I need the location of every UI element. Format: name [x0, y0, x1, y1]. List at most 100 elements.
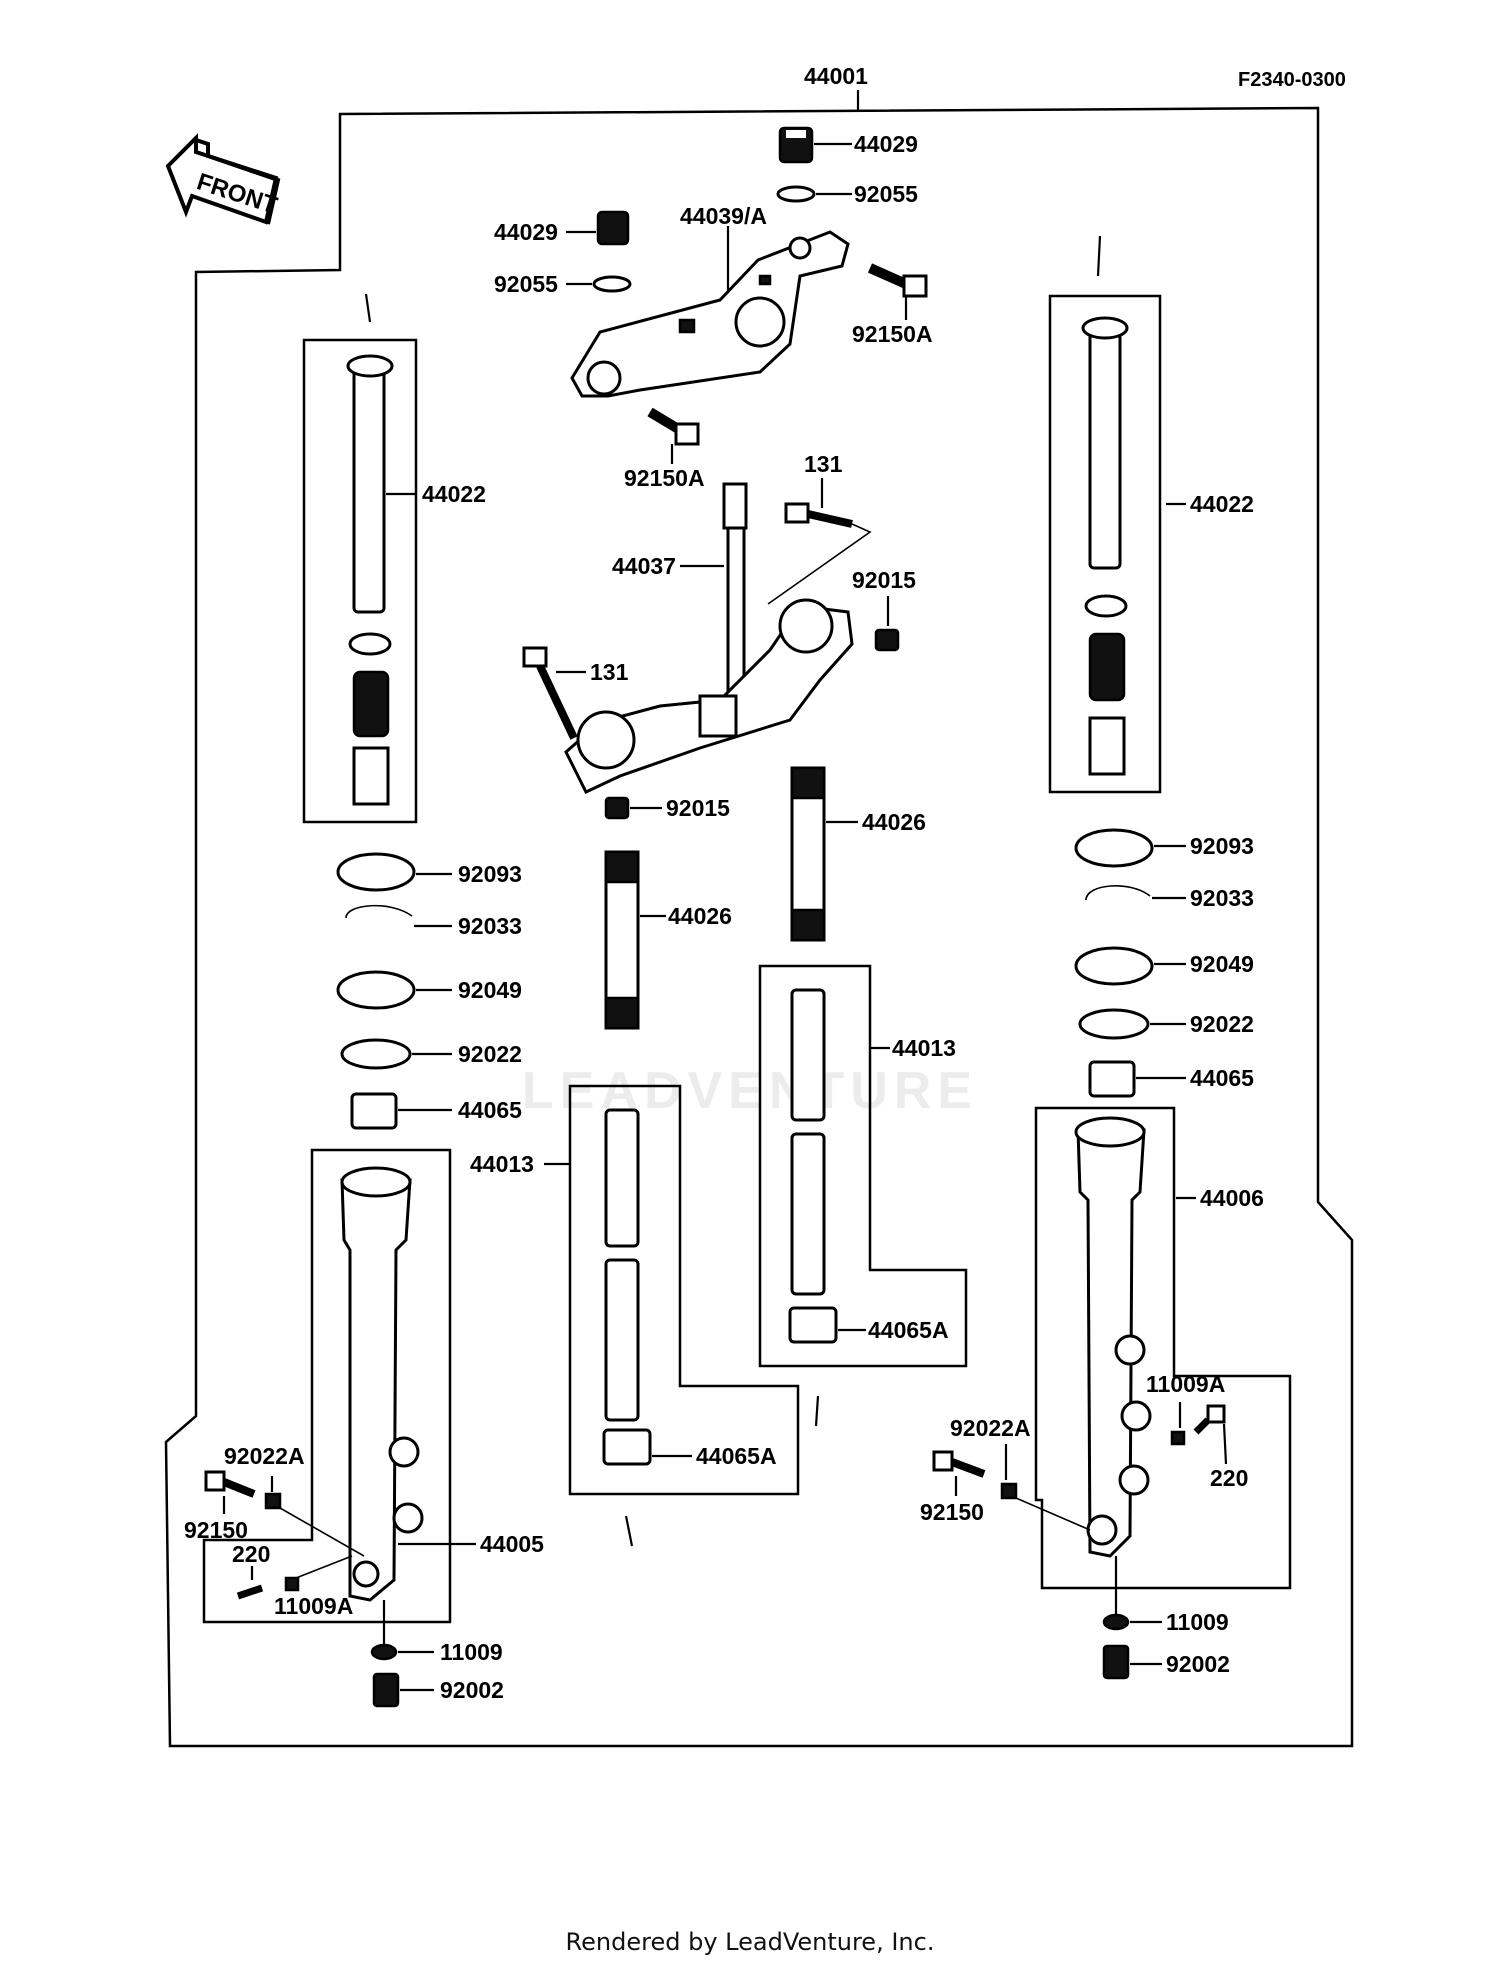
washer-92055-left: [592, 275, 632, 293]
label-92002-left: 92002: [440, 1677, 504, 1703]
bushing-44065-right: [1088, 1060, 1136, 1098]
label-44065A-left: 44065A: [696, 1443, 777, 1469]
label-92002-right: 92002: [1166, 1651, 1230, 1677]
fork-spring-44026-right: [790, 766, 826, 942]
label-92049-left: 92049: [458, 977, 522, 1003]
bolt-92150A-right: [867, 263, 928, 298]
label-11009-left: 11009: [440, 1639, 503, 1665]
label-92033-left: 92033: [458, 913, 522, 939]
fork-tube-44022-right: [1088, 320, 1122, 570]
label-44026-left: 44026: [668, 903, 732, 929]
label-92033-right: 92033: [1190, 885, 1254, 911]
outer-tube-44005: [340, 1166, 424, 1602]
label-44001: 44001: [804, 63, 868, 89]
right-outer-group: [1034, 1106, 1292, 1590]
label-11009A-right: 11009A: [1146, 1371, 1225, 1397]
label-92022-left: 92022: [458, 1041, 522, 1067]
label-92055-top: 92055: [854, 181, 918, 207]
clip-92033-right: [1085, 885, 1151, 901]
bolt-92002-right: [1102, 1644, 1130, 1680]
label-44029-left: 44029: [494, 219, 558, 245]
bushing-44065A-right: [788, 1306, 838, 1344]
bolt-92002-left: [372, 1672, 400, 1708]
label-92055-left: 92055: [494, 271, 558, 297]
label-44065A-right: 44065A: [868, 1317, 949, 1343]
damper-rod-44013-right-lower: [790, 1132, 826, 1296]
label-44065-left: 44065: [458, 1097, 522, 1123]
bushing-44065A-left: [602, 1428, 652, 1466]
bushing-44065-left: [350, 1092, 398, 1130]
cap-bolt-44029-top: [778, 126, 814, 164]
gasket-11009A-left: [284, 1576, 300, 1592]
gasket-11009-left: [370, 1643, 398, 1661]
label-44065-right: 44065: [1190, 1065, 1254, 1091]
label-92022A-right: 92022A: [950, 1415, 1031, 1441]
outer-tube-44006: [1074, 1116, 1152, 1558]
damper-rod-44013-right-upper: [790, 988, 826, 1122]
washer-92022A-left: [264, 1492, 282, 1510]
bolt-92150-left: [204, 1470, 256, 1498]
seal-92093-right: [1074, 828, 1154, 868]
label-44013-left: 44013: [470, 1151, 534, 1177]
washer-92049-right: [1074, 946, 1154, 986]
spring-right: [1088, 632, 1126, 702]
bolt-131-top: [784, 502, 853, 528]
label-131-top: 131: [804, 451, 843, 477]
nut-92015-top: [874, 628, 900, 652]
assembly-outline: [164, 106, 1354, 1748]
label-92022-right: 92022: [1190, 1011, 1254, 1037]
steering-stem-44037: [564, 482, 854, 794]
label-44005: 44005: [480, 1531, 544, 1557]
label-220-right: 220: [1210, 1465, 1248, 1491]
label-44026-right: 44026: [862, 809, 926, 835]
damper-rod-group-left: [568, 1084, 800, 1496]
bolt-131-left: [522, 646, 578, 740]
gasket-11009-right: [1102, 1613, 1130, 1631]
label-92022A-left: 92022A: [224, 1443, 305, 1469]
footer-credit: Rendered by LeadVenture, Inc.: [565, 1928, 935, 1956]
label-92150A-right: 92150A: [852, 321, 933, 347]
label-44022-right: 44022: [1190, 491, 1254, 517]
washer-92049-left: [336, 970, 416, 1010]
left-fork-inner-group: [302, 338, 418, 824]
diagram-code: F2340-0300: [1238, 69, 1346, 91]
label-220-left: 220: [232, 1541, 270, 1567]
label-92150-left: 92150: [184, 1517, 248, 1543]
front-arrow-icon: FRONT: [165, 133, 281, 225]
spacer-right: [1088, 716, 1126, 776]
label-92049-right: 92049: [1190, 951, 1254, 977]
label-44006: 44006: [1200, 1185, 1264, 1211]
spacer-left: [352, 746, 390, 806]
washer-92055-top: [776, 185, 816, 203]
washer-92022A-right: [1000, 1482, 1018, 1500]
label-44037: 44037: [612, 553, 676, 579]
fork-tube-44022-left: [352, 360, 386, 614]
washer-92022-right: [1078, 1008, 1150, 1040]
label-92093-right: 92093: [1190, 833, 1254, 859]
label-44029-top: 44029: [854, 131, 918, 157]
label-11009-right: 11009: [1166, 1609, 1229, 1635]
label-44022-left: 44022: [422, 481, 486, 507]
right-fork-inner-group: [1048, 294, 1162, 794]
washer-92022-left: [340, 1038, 412, 1070]
label-92015-low: 92015: [666, 795, 730, 821]
ring-right: [1084, 594, 1128, 618]
fork-spring-44026-left: [604, 850, 640, 1030]
watermark: LEADVENTURE: [522, 1062, 978, 1120]
gasket-11009A-right: [1170, 1430, 1186, 1446]
label-131-left: 131: [590, 659, 629, 685]
screw-220-right: [1193, 1404, 1226, 1435]
label-92150-right: 92150: [920, 1499, 984, 1525]
screw-220-left: [236, 1584, 264, 1600]
nut-92015-low: [604, 796, 630, 820]
label-92015-top: 92015: [852, 567, 916, 593]
clip-92033-left: [345, 904, 413, 919]
seal-92093-left: [336, 852, 416, 892]
label-92150A-mid: 92150A: [624, 465, 705, 491]
upper-bracket-44039: [570, 230, 850, 398]
left-outer-group: [202, 1148, 452, 1624]
bolt-92150-right: [932, 1450, 986, 1478]
damper-rod-group-right: [758, 964, 968, 1368]
label-92093-left: 92093: [458, 861, 522, 887]
